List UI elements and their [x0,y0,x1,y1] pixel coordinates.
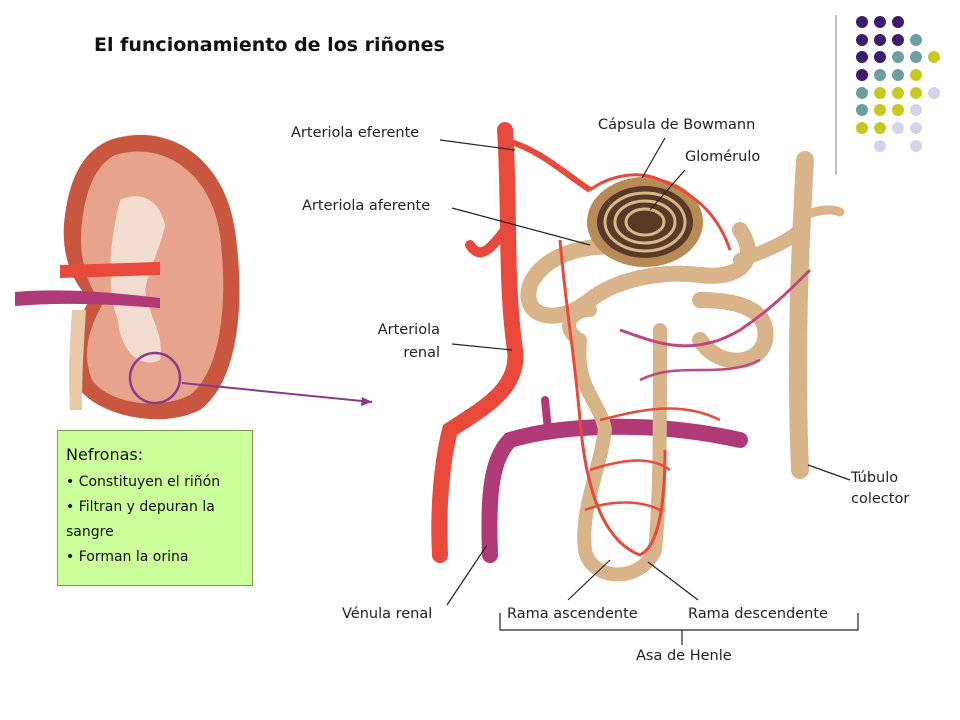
callout-lines [439,137,859,645]
info-item-1: • Constituyen el riñón [66,474,221,490]
label-tubulo-colector-line2: colector [851,491,910,507]
info-item-3: • Forman la orina [66,549,189,565]
label-arteriola-renal-line2: renal [403,345,440,361]
label-capsula-bowmann: Cápsula de Bowmann [598,117,756,133]
nefronas-info-box: Nefronas: • Constituyen el riñón • Filtr… [57,430,253,586]
label-arteriola-renal-line1: Arteriola [377,322,440,338]
kidney-illustration [15,134,373,420]
info-item-2: • Filtran y depuran la [66,499,215,515]
label-rama-descendente: Rama descendente [688,606,828,622]
label-rama-ascendente: Rama ascendente [507,606,638,622]
label-arteriola-eferente: Arteriola eferente [291,125,420,141]
decorative-dot-grid [835,15,940,175]
info-item-2-cont: sangre [66,524,114,540]
page-title: El funcionamiento de los riñones [94,34,445,56]
label-arteriola-aferente: Arteriola aferente [302,198,431,214]
label-glomerulo: Glomérulo [685,149,761,165]
nephron-illustration [431,122,845,582]
label-asa-henle: Asa de Henle [636,648,732,664]
label-venula-renal: Vénula renal [342,606,433,622]
info-box-heading: Nefronas: [66,445,144,464]
label-tubulo-colector-line1: Túbulo [851,470,899,486]
